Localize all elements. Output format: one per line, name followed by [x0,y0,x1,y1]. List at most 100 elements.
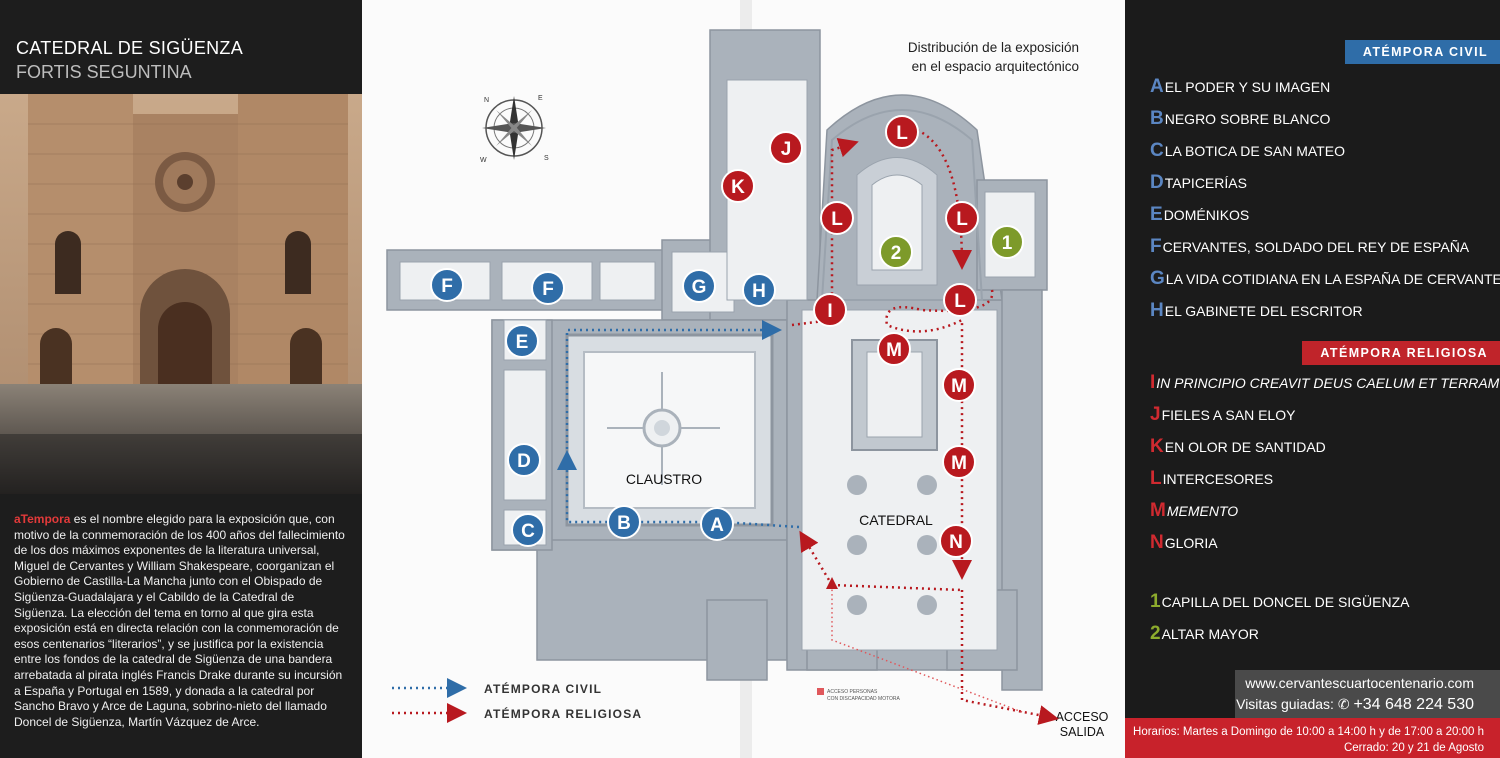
legend-item-n: NGLORIA [1150,532,1218,554]
hours-line1: Horarios: Martes a Domingo de 10:00 a 14… [1133,726,1484,738]
marker-I-label: I [827,301,832,322]
legend-text: NEGRO SOBRE BLANCO [1164,111,1331,127]
legend-text: INTERCESORES [1162,471,1274,487]
cathedral-subtitle: FORTIS SEGUNTINA [16,62,192,82]
marker-M-circle [942,445,976,479]
legend-letter: I [1150,372,1156,393]
phone-number[interactable]: +34 648 224 530 [1353,696,1474,713]
legend-text: ALTAR MAYOR [1161,626,1259,642]
brand-highlight: aTempora [14,512,71,526]
marker-1-label: 1 [1002,233,1013,254]
marker-J-label: J [781,139,792,160]
floor-plan-map: N E S W Distribución de la exposición en… [362,0,1125,758]
legend-letter: C [1150,140,1164,161]
website-link[interactable]: www.cervantescuartocentenario.com [1245,675,1474,691]
legend-item-2: 2ALTAR MAYOR [1150,623,1259,645]
legend-religiosa-label: ATÉMPORA RELIGIOSA [484,706,642,721]
religiosa-section-header: ATÉMPORA RELIGIOSA [1302,341,1500,365]
marker-L-label: L [956,209,968,230]
legend-letter: B [1150,108,1164,129]
religiosa-route [791,128,1059,725]
marker-F-label: F [441,276,453,297]
marker-I-circle [813,293,847,327]
cathedral-facade-photo [0,94,362,494]
marker-1-circle [990,225,1024,259]
legend-text: EN OLOR DE SANTIDAD [1164,439,1326,455]
legend-letter: M [1150,500,1166,521]
legend-item-1: 1CAPILLA DEL DONCEL DE SIGÜENZA [1150,591,1410,613]
compass-s: S [544,155,549,162]
map-heading-line2: en el espacio arquitectónico [912,59,1079,74]
legend-text: FIELES A SAN ELOY [1161,407,1296,423]
marker-M-circle [877,332,911,366]
marker-D-circle [507,443,541,477]
legend-letter: A [1150,76,1164,97]
nave-pillars [847,475,937,615]
marker-N-label: N [949,532,963,553]
opening-hours: Horarios: Martes a Domingo de 10:00 a 14… [1125,718,1500,758]
marker-H-circle [742,273,776,307]
legend-letter: H [1150,300,1164,321]
marker-C-circle [511,513,545,547]
marker-E-label: E [516,332,529,353]
legend-letter: K [1150,436,1164,457]
legend-letter: 1 [1150,591,1161,612]
legend-item-b: BNEGRO SOBRE BLANCO [1150,108,1330,130]
legend-item-m: MMEMENTO [1150,500,1238,522]
floor-plan-svg: N E S W Distribución de la exposición en… [386,0,1109,758]
legend-item-h: HEL GABINETE DEL ESCRITOR [1150,300,1363,322]
marker-H-label: H [752,281,766,302]
legend-item-f: FCERVANTES, SOLDADO DEL REY DE ESPAÑA [1150,236,1469,258]
legend-item-g: GLA VIDA COTIDIANA EN LA ESPAÑA DE CERVA… [1150,268,1500,290]
legend-letter: G [1150,268,1165,289]
marker-A-circle [700,507,734,541]
legend-letter: N [1150,532,1164,553]
marker-L-circle [885,115,919,149]
marker-F-circle [430,268,464,302]
marker-N-circle [939,524,973,558]
legend-text: CERVANTES, SOLDADO DEL REY DE ESPAÑA [1162,239,1470,255]
legend-letter: 2 [1150,623,1161,644]
civil-route [557,320,800,529]
marker-M-circle [942,368,976,402]
catedral-label: CATEDRAL [859,512,933,528]
compass-n: N [484,97,489,104]
marker-2-circle [879,235,913,269]
legend-item-e: EDOMÉNIKOS [1150,204,1249,226]
civil-section-header: ATÉMPORA CIVIL [1344,40,1500,64]
acceso-label: ACCESO [1056,710,1109,724]
marker-D-label: D [517,451,531,472]
legend-letter: L [1150,468,1162,489]
legend-text: LA BOTICA DE SAN MATEO [1164,143,1345,159]
hours-line2: Cerrado: 20 y 21 de Agosto [1343,742,1484,754]
accessible-note-line2: CON DISCAPACIDAD MOTORA [827,696,901,702]
marker-M-label: M [951,376,967,397]
legend-item-c: CLA BOTICA DE SAN MATEO [1150,140,1345,162]
legend-text: CAPILLA DEL DONCEL DE SIGÜENZA [1161,594,1410,610]
visits-label: Visitas guiadas: [1236,696,1334,712]
legend-item-j: JFIELES A SAN ELOY [1150,404,1295,426]
legend-item-i: IIN PRINCIPIO CREAVIT DEUS CAELUM ET TER… [1150,372,1499,394]
accessible-marker [817,688,824,695]
marker-G-circle [682,269,716,303]
legend-text: DOMÉNIKOS [1163,207,1250,223]
marker-A-label: A [710,515,724,536]
marker-B-circle [607,505,641,539]
compass-e: E [538,95,543,102]
guided-visits: Visitas guiadas: ✆ +34 648 224 530 [1236,696,1474,714]
marker-M-label: M [886,340,902,361]
marker-M-label: M [951,453,967,474]
contact-box [1235,670,1500,718]
marker-J-circle [769,131,803,165]
marker-K-circle [721,169,755,203]
interior-rooms [399,79,1036,651]
marker-2-label: 2 [891,243,902,264]
map-heading-line1: Distribución de la exposición [908,40,1079,55]
legend-letter: F [1150,236,1162,257]
legend-civil-label: ATÉMPORA CIVIL [484,681,602,696]
legend-text: TAPICERÍAS [1164,175,1247,191]
legend-item-a: AEL PODER Y SU IMAGEN [1150,76,1330,98]
legend-text: LA VIDA COTIDIANA EN LA ESPAÑA DE CERVAN… [1165,271,1500,287]
marker-L-label: L [896,123,908,144]
legend-item-k: KEN OLOR DE SANTIDAD [1150,436,1326,458]
